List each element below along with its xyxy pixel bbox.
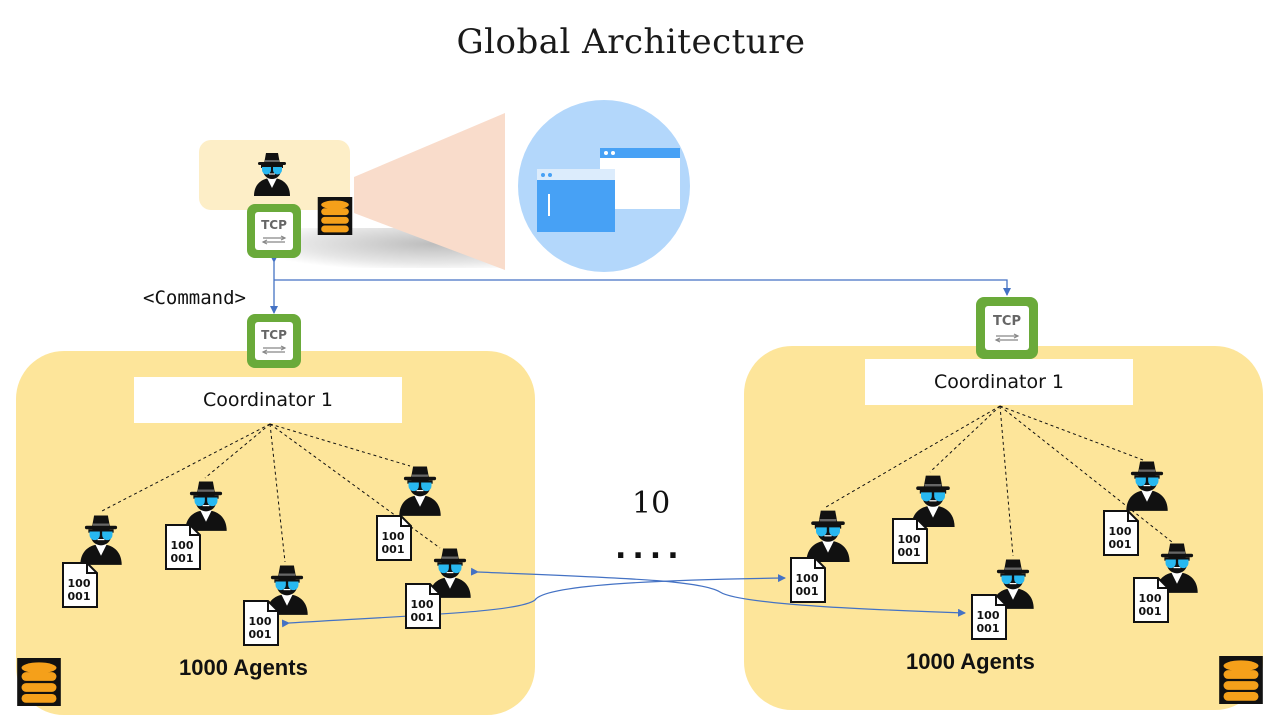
agents-count-label-left: 1000 Agents — [179, 655, 308, 680]
diagram-title: Global Architecture — [456, 22, 806, 62]
spy-agent-icon — [78, 512, 124, 570]
spy-agent-icon — [804, 507, 852, 567]
svg-text:100: 100 — [68, 577, 91, 590]
svg-text:001: 001 — [898, 546, 921, 559]
svg-text:100: 100 — [1139, 592, 1162, 605]
browser-window-icon — [518, 100, 690, 272]
tcp-icon: TCP — [247, 314, 301, 368]
svg-text:001: 001 — [1109, 538, 1132, 551]
svg-text:100: 100 — [1109, 525, 1132, 538]
svg-text:100: 100 — [249, 615, 272, 628]
svg-text:001: 001 — [1139, 605, 1162, 618]
database-icon — [17, 658, 61, 706]
ellipsis: .... — [615, 531, 685, 566]
svg-text:100: 100 — [977, 609, 1000, 622]
projection-beam — [354, 113, 505, 270]
coordinator-box-right: Coordinator 1 — [865, 359, 1133, 405]
command-arrow-right — [274, 279, 1011, 296]
svg-text:100: 100 — [796, 572, 819, 585]
tcp-icon: TCP — [247, 204, 301, 258]
binary-document-icon: 100 001 — [1133, 577, 1169, 628]
binary-document-icon: 100 001 — [165, 524, 201, 575]
binary-document-icon: 100 001 — [243, 600, 279, 651]
svg-text:001: 001 — [171, 552, 194, 565]
svg-text:001: 001 — [977, 622, 1000, 635]
binary-document-icon: 100 001 — [892, 518, 928, 569]
database-icon — [317, 197, 353, 235]
spy-agent-icon — [1124, 458, 1170, 516]
coordinator-links-right — [825, 405, 1173, 557]
binary-document-icon: 100 001 — [405, 583, 441, 634]
spy-agent-icon — [397, 463, 443, 521]
spy-agent-icon — [183, 478, 229, 536]
agents-count-label-right: 1000 Agents — [906, 649, 1035, 674]
binary-document-icon: 100 001 — [62, 562, 98, 613]
svg-text:001: 001 — [68, 590, 91, 603]
cross-cluster-arrow-2 — [470, 567, 966, 617]
spy-agent-icon — [1154, 540, 1200, 598]
tcp-icon: TCP — [976, 297, 1038, 359]
svg-text:100: 100 — [382, 530, 405, 543]
binary-document-icon: 100 001 — [971, 594, 1007, 645]
coordinator-label: Coordinator 1 — [933, 371, 1065, 393]
svg-text:001: 001 — [411, 611, 434, 624]
svg-text:001: 001 — [249, 628, 272, 641]
binary-document-icon: 100 001 — [376, 515, 412, 566]
coordinator-label: Coordinator 1 — [202, 389, 334, 411]
command-label: <Command> — [143, 287, 246, 309]
svg-text:100: 100 — [411, 598, 434, 611]
svg-text:100: 100 — [171, 539, 194, 552]
spy-agent-icon — [252, 150, 292, 201]
cluster-count: 10 — [632, 486, 671, 521]
binary-document-icon: 100 001 — [1103, 510, 1139, 561]
coordinator-box-left: Coordinator 1 — [134, 377, 402, 423]
spy-agent-icon — [909, 472, 957, 532]
cross-cluster-arrow-1 — [281, 574, 786, 628]
svg-text:001: 001 — [382, 543, 405, 556]
svg-text:100: 100 — [898, 533, 921, 546]
database-icon — [1219, 656, 1263, 704]
binary-document-icon: 100 001 — [790, 557, 826, 608]
svg-text:001: 001 — [796, 585, 819, 598]
